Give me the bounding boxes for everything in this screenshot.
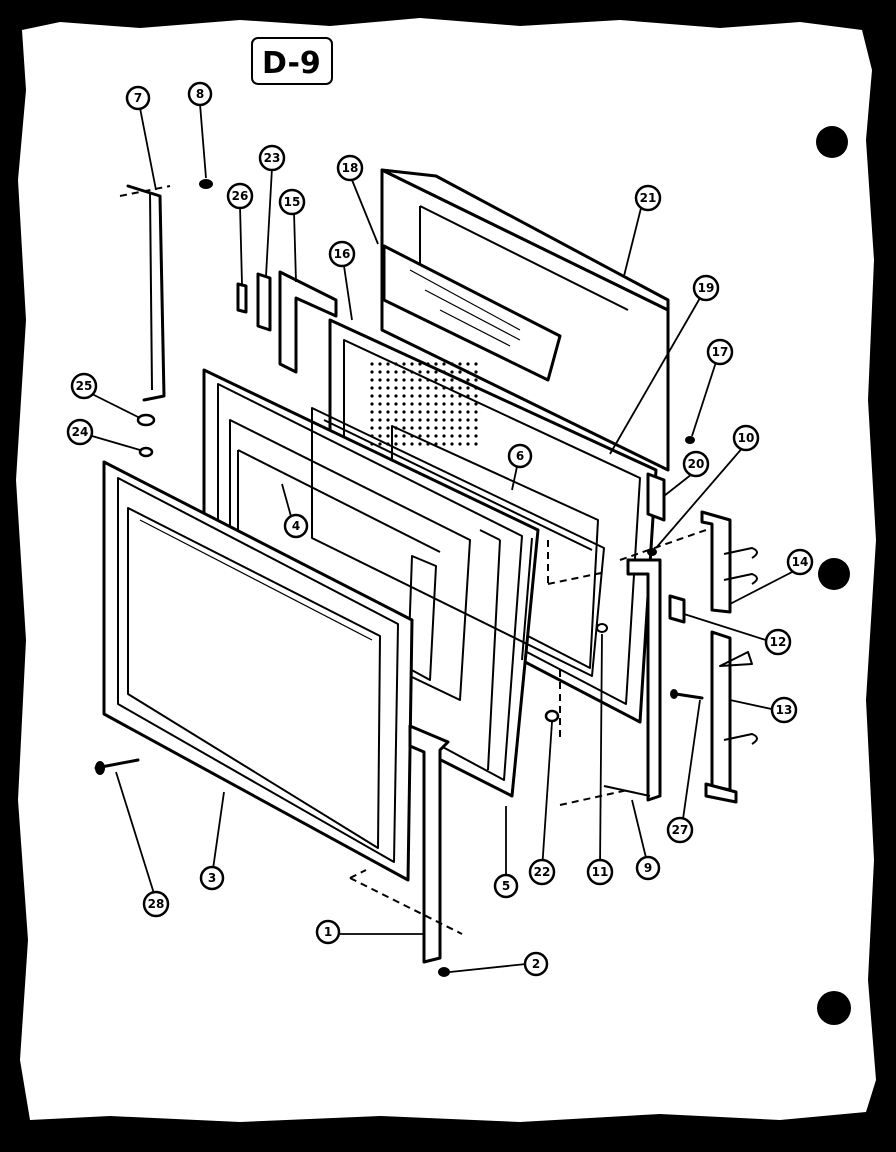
page-title-box: D-9 bbox=[251, 37, 333, 85]
part-21-back-panel bbox=[380, 168, 670, 472]
callout-20: 20 bbox=[682, 450, 710, 478]
callout-4-label: 4 bbox=[292, 519, 300, 533]
part-6-door-seal bbox=[311, 407, 605, 677]
part-27-pin bbox=[670, 689, 704, 700]
callout-4: 4 bbox=[283, 513, 309, 539]
part-20-latch-plate bbox=[646, 472, 666, 522]
callout-7: 7 bbox=[125, 85, 151, 111]
callout-21: 21 bbox=[634, 184, 662, 212]
callout-15: 15 bbox=[278, 188, 306, 216]
callout-5: 5 bbox=[493, 873, 519, 899]
part-11-screw bbox=[596, 623, 608, 633]
callout-28: 28 bbox=[142, 890, 170, 918]
punch-hole-middle bbox=[818, 558, 850, 590]
part-9-hinge-bracket bbox=[559, 558, 662, 806]
callout-19: 19 bbox=[692, 274, 720, 302]
part-13-lower-latch bbox=[704, 630, 758, 804]
part-17-screw bbox=[685, 436, 695, 444]
callout-3: 3 bbox=[199, 865, 225, 891]
part-2-handle-screw bbox=[438, 967, 450, 977]
part-7-hinge-rod bbox=[119, 184, 171, 402]
perforation-grid bbox=[370, 360, 480, 450]
part-14-upper-latch bbox=[700, 510, 758, 614]
callout-26-label: 26 bbox=[232, 189, 249, 203]
callout-19-label: 19 bbox=[698, 281, 715, 295]
part-28-screw bbox=[94, 758, 140, 775]
part-8-screw bbox=[199, 179, 213, 189]
part-25-washer bbox=[136, 413, 156, 427]
callout-24: 24 bbox=[66, 418, 94, 446]
callout-10: 10 bbox=[732, 424, 760, 452]
callout-2: 2 bbox=[523, 951, 549, 977]
punch-hole-bottom bbox=[817, 991, 851, 1025]
callout-15-label: 15 bbox=[284, 195, 301, 209]
callout-24-label: 24 bbox=[72, 425, 89, 439]
part-24-washer bbox=[138, 446, 154, 458]
callout-23-label: 23 bbox=[264, 151, 281, 165]
callout-9-label: 9 bbox=[644, 861, 652, 875]
callout-23: 23 bbox=[258, 144, 286, 172]
callout-6-label: 6 bbox=[516, 449, 524, 463]
callout-14: 14 bbox=[786, 548, 814, 576]
callout-16: 16 bbox=[328, 240, 356, 268]
callout-8: 8 bbox=[187, 81, 213, 107]
callout-1: 1 bbox=[315, 919, 341, 945]
callout-11: 11 bbox=[586, 858, 614, 886]
callout-28-label: 28 bbox=[148, 897, 165, 911]
callout-27: 27 bbox=[666, 816, 694, 844]
page-code: D-9 bbox=[262, 46, 321, 81]
callout-25-label: 25 bbox=[76, 379, 93, 393]
part-15-bracket bbox=[278, 270, 338, 374]
callout-9: 9 bbox=[635, 855, 661, 881]
part-22-nut bbox=[544, 709, 560, 723]
callout-16-label: 16 bbox=[334, 247, 351, 261]
part-1-door-handle bbox=[349, 724, 463, 964]
callout-25: 25 bbox=[70, 372, 98, 400]
part-12-switch-actuator bbox=[668, 594, 686, 624]
callout-26: 26 bbox=[226, 182, 254, 210]
leader-lines bbox=[91, 103, 797, 973]
callout-2-label: 2 bbox=[532, 957, 540, 971]
callout-18: 18 bbox=[336, 154, 364, 182]
callout-3-label: 3 bbox=[208, 871, 216, 885]
callout-21-label: 21 bbox=[640, 191, 657, 205]
callout-13: 13 bbox=[770, 696, 798, 724]
callout-17-label: 17 bbox=[712, 345, 729, 359]
callout-12-label: 12 bbox=[770, 635, 787, 649]
part-26-clip bbox=[236, 282, 248, 314]
callout-13-label: 13 bbox=[776, 703, 793, 717]
callout-27-label: 27 bbox=[672, 823, 689, 837]
part-10-spring bbox=[647, 548, 657, 556]
punch-hole-top bbox=[816, 126, 848, 158]
callout-17: 17 bbox=[706, 338, 734, 366]
callout-22-label: 22 bbox=[534, 865, 551, 879]
alignment-line-2 bbox=[547, 571, 607, 585]
callout-1-label: 1 bbox=[324, 925, 332, 939]
callout-10-label: 10 bbox=[738, 431, 755, 445]
callout-12: 12 bbox=[764, 628, 792, 656]
callout-14-label: 14 bbox=[792, 555, 809, 569]
callout-7-label: 7 bbox=[134, 91, 142, 105]
part-3-door-outer-frame bbox=[102, 460, 414, 882]
callout-18-label: 18 bbox=[342, 161, 359, 175]
callout-5-label: 5 bbox=[502, 879, 510, 893]
callout-11-label: 11 bbox=[592, 865, 609, 879]
callout-20-label: 20 bbox=[688, 457, 705, 471]
callout-22: 22 bbox=[528, 858, 556, 886]
alignment-line-4 bbox=[619, 529, 707, 561]
callout-8-label: 8 bbox=[196, 87, 204, 101]
part-23-strip bbox=[256, 272, 272, 332]
callout-6: 6 bbox=[507, 443, 533, 469]
